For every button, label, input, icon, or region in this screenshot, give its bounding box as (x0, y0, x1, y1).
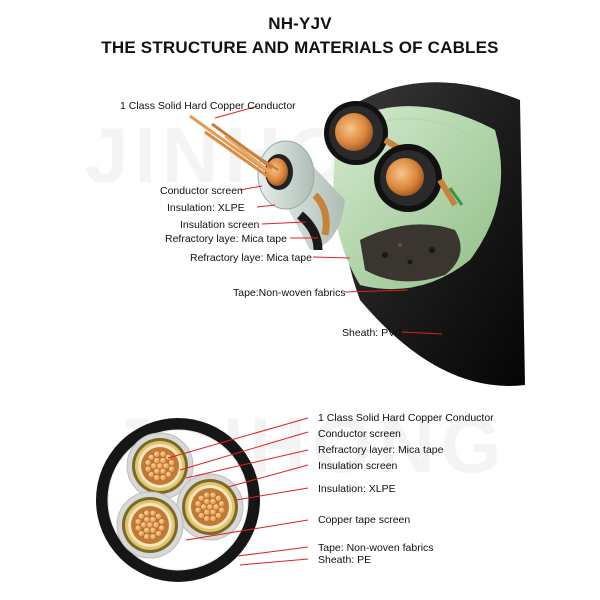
copper-strand (143, 516, 151, 524)
label-top-insulation-xlpe: Insulation: XLPE (167, 202, 245, 214)
insulation-screen-layer (297, 211, 323, 251)
filler-material (360, 224, 461, 282)
copper-strand (149, 509, 157, 517)
copper-strand (150, 462, 158, 470)
copper-strand (147, 471, 155, 479)
copper-strand (137, 530, 145, 538)
copper-strand (153, 457, 161, 465)
copper-strand (203, 515, 211, 523)
copper-strand (158, 518, 166, 526)
copper-strand (159, 450, 167, 458)
copper-strand (149, 533, 157, 541)
copper-strand (137, 512, 145, 520)
copper-strand (203, 491, 211, 499)
copper-strand (209, 491, 217, 499)
copper-strand (149, 526, 157, 534)
copper-strand (155, 512, 163, 520)
copper-strand (159, 467, 167, 475)
copper-strand (147, 453, 155, 461)
copper-strand (162, 462, 170, 470)
copper-strand (218, 500, 226, 508)
copper-strands (134, 450, 226, 541)
label-top-refractory-layer-1: Refractory laye: Mica tape (165, 233, 287, 245)
copper-strand (194, 500, 202, 508)
copper-strand (159, 474, 167, 482)
copper-tape-screen (312, 192, 330, 236)
label-bottom-insulation-screen: Insulation screen (318, 460, 398, 472)
copper-strand (200, 503, 208, 511)
copper-strand (209, 508, 217, 516)
label-bottom-sheath-pe: Sheath: PE (318, 554, 372, 566)
copper-strand (153, 450, 161, 458)
copper-strand (144, 465, 152, 473)
label-bottom-refractory-layer: Refractory layer: Mica tape (318, 444, 444, 456)
diagram-title: THE STRUCTURE AND MATERIALS OF CABLES (101, 38, 499, 57)
copper-strand (143, 533, 151, 541)
label-bottom-copper-tape-screen: Copper tape screen (318, 514, 411, 526)
label-bottom-non-woven-tape: Tape: Non-woven fabrics (318, 542, 434, 554)
label-top-sheath-pvc: Sheath: PVC (342, 327, 403, 339)
copper-strand (197, 494, 205, 502)
copper-strand (140, 521, 148, 529)
copper-strand (209, 498, 217, 506)
copper-strand (143, 509, 151, 517)
label-top-insulation-screen: Insulation screen (180, 219, 260, 231)
copper-strand (153, 474, 161, 482)
copper-strand (215, 512, 223, 520)
copper-strand (155, 530, 163, 538)
label-top-conductor-screen: Conductor screen (160, 185, 243, 197)
copper-strand (212, 503, 220, 511)
copper-strand (159, 457, 167, 465)
label-bottom-conductor-screen: Conductor screen (318, 428, 401, 440)
copper-strand (134, 524, 142, 532)
label-top-conductor: 1 Class Solid Hard Copper Conductor (120, 100, 296, 112)
copper-strand (194, 506, 202, 514)
bottom-leader-lines (167, 417, 309, 566)
copper-strand (165, 471, 173, 479)
diagram-title-model: NH-YJV (268, 14, 332, 33)
copper-strand (134, 518, 142, 526)
copper-strand (209, 515, 217, 523)
label-top-refractory-layer-2: Refractory laye: Mica tape (190, 252, 312, 264)
exposed-copper-conductor (189, 114, 279, 180)
copper-strand (144, 459, 152, 467)
cable-core-top (324, 101, 412, 165)
copper-strand (203, 498, 211, 506)
label-top-non-woven-tape: Tape:Non-woven fabrics (233, 287, 346, 299)
copper-strand (215, 494, 223, 502)
label-bottom-conductor: 1 Class Solid Hard Copper Conductor (318, 412, 494, 424)
copper-strand (152, 521, 160, 529)
copper-strand (197, 512, 205, 520)
copper-strand (168, 459, 176, 467)
top-leader-lines (214, 105, 443, 335)
label-bottom-insulation-xlpe: Insulation: XLPE (318, 483, 396, 495)
cable-core-right (374, 144, 464, 212)
copper-strand (149, 516, 157, 524)
